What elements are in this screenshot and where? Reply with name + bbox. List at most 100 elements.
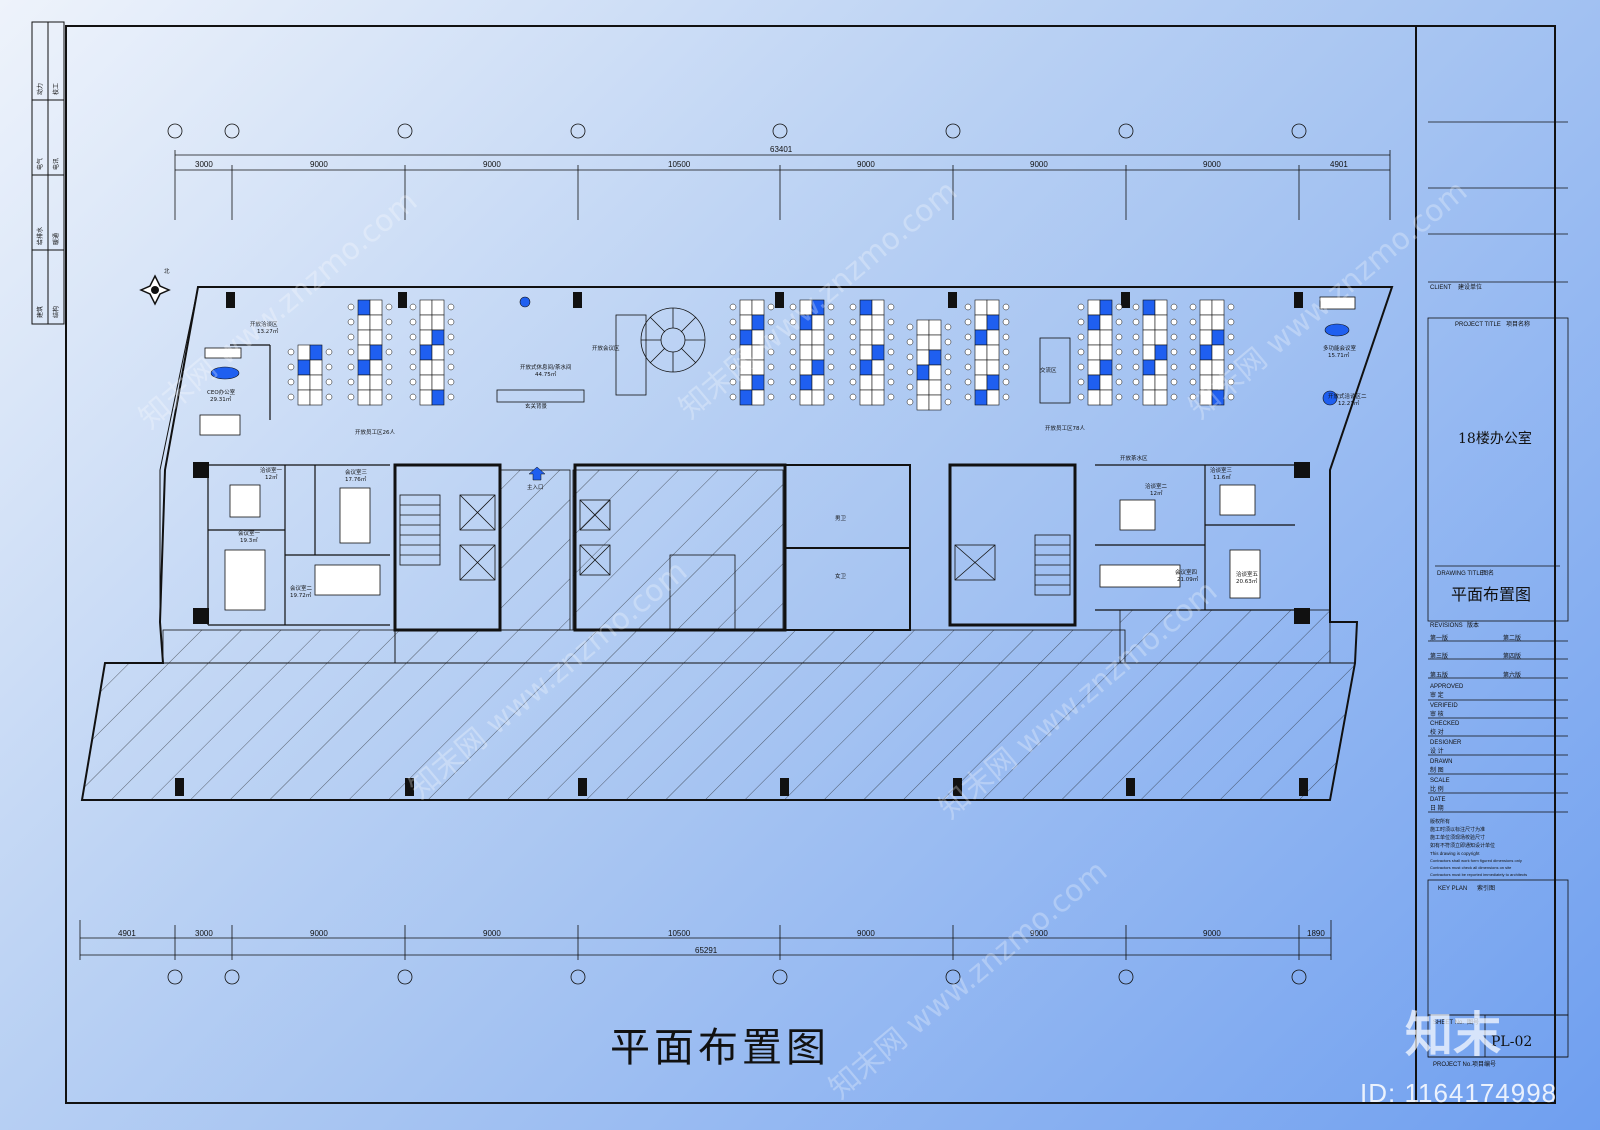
desk [916,394,930,411]
desk [369,359,383,376]
project-no-label-cn: 项目编号 [1472,1060,1496,1068]
desk [811,359,825,376]
desk [1099,314,1113,331]
chair [325,363,333,371]
chair [447,318,455,326]
project-no-label: PROJECT No. [1433,1062,1472,1068]
desk [751,374,765,391]
chair [1115,378,1123,386]
chair [849,393,857,401]
chair [1077,333,1085,341]
date-label-cn: 日 期 [1430,804,1444,812]
desk [859,359,873,376]
dim-bottom-5: 10500 [668,929,691,938]
chair [409,348,417,356]
chair [1115,303,1123,311]
meeting-tables [224,484,1261,611]
chair [1227,318,1235,326]
desk [1099,359,1113,376]
desk [916,349,930,366]
chair [1077,348,1085,356]
drawn-label-cn: 制 图 [1430,766,1444,774]
project-title-label: PROJECT TITLE [1455,322,1501,328]
dim-bottom-7: 9000 [1030,929,1048,938]
desk [1142,344,1156,361]
reception-chair [519,296,531,308]
desk [1142,359,1156,376]
chair [944,398,952,406]
desk [871,344,885,361]
desk [1087,374,1101,391]
chair [767,378,775,386]
dim-bottom-total: 65291 [695,946,718,955]
room-open-office-2: 开放员工区78人 [1045,424,1085,432]
chair [385,333,393,341]
chair [729,333,737,341]
desk [974,389,988,406]
chair [1077,378,1085,386]
chair [1189,363,1197,371]
chair [964,378,972,386]
desk [1154,329,1168,346]
client-label-cn: 建设单位 [1458,283,1482,291]
grid-bubbles-bottom [167,969,1307,985]
dim-bottom-8: 9000 [1203,929,1221,938]
desk [309,389,323,406]
dim-top-7: 9000 [1203,160,1221,169]
side-label-telecom: 电讯 [52,158,60,170]
chair [827,378,835,386]
desk [974,299,988,316]
desk [916,319,930,336]
chair [767,363,775,371]
scale-label: SCALE [1430,778,1450,784]
desk [309,374,323,391]
room-open-meeting: 开放洽谈区 [250,320,278,328]
chair [287,348,295,356]
desk [916,379,930,396]
room-talk-2-area: 12㎡ [1150,489,1163,497]
chair [1115,393,1123,401]
chair [385,378,393,386]
chair [729,363,737,371]
room-talk-5: 洽谈室五 [1236,570,1259,578]
sheet-no-label-cn: 图号 [1467,1019,1479,1026]
chair [906,353,914,361]
desk [431,359,445,376]
dim-bottom-2: 3000 [195,929,213,938]
side-label-electric: 电气 [36,158,44,170]
desk [357,359,371,376]
dim-bottom-3: 9000 [310,929,328,938]
hatched-lobby [499,469,571,631]
desk [369,389,383,406]
revision-6: 第六版 [1503,671,1521,679]
chair [827,303,835,311]
room-meeting-1-area: 19.3㎡ [240,536,258,544]
chair [789,378,797,386]
desk [986,314,1000,331]
chair [1115,318,1123,326]
dim-bottom-4: 9000 [483,929,501,938]
desk [974,359,988,376]
chair [347,318,355,326]
spiral-stair [640,307,706,373]
desk [1087,329,1101,346]
desk [751,389,765,406]
title-block-notes: 版权所有 施工时须以标注尺寸为准 施工单位须现场校验尺寸 如有不符须立即通知设计… [1430,818,1527,877]
chair [944,338,952,346]
chair [347,378,355,386]
chair [789,333,797,341]
chair [1132,393,1140,401]
desk [1142,389,1156,406]
desk [974,374,988,391]
chair [409,363,417,371]
desk [357,329,371,346]
chair [906,368,914,376]
date-label: DATE [1430,797,1446,803]
desk [419,374,433,391]
key-plan-label: KEY PLAN [1438,886,1467,892]
chair [1115,363,1123,371]
desk [1099,374,1113,391]
chair [906,323,914,331]
note-5: Contractors shall work form figured dime… [1430,858,1522,863]
side-label-arch: 建筑 [36,306,44,318]
